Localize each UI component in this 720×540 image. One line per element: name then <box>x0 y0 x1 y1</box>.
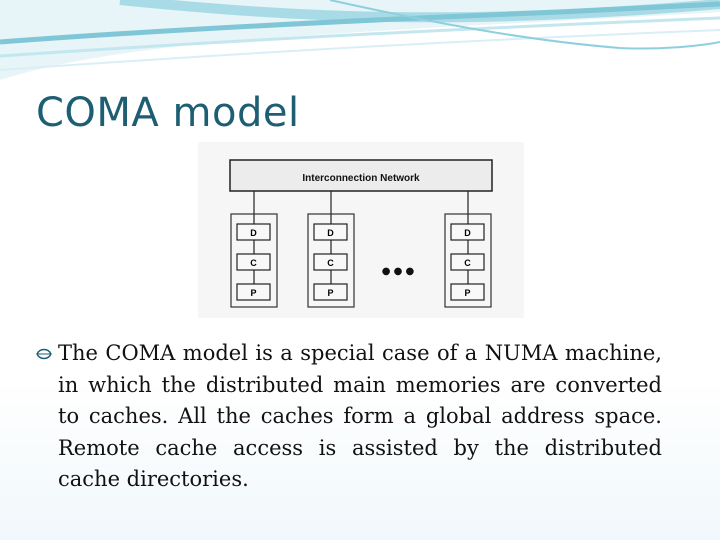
node-3-frame <box>444 213 492 308</box>
body-text: The COMA model is a special case of a NU… <box>58 341 662 491</box>
node-1-cache-label: C <box>250 258 257 268</box>
node-2-processor-label: P <box>327 288 333 298</box>
node-1-directory-label: D <box>250 228 257 238</box>
body-paragraph: The COMA model is a special case of a NU… <box>36 338 662 496</box>
leaf-bullet-icon <box>36 348 52 360</box>
node-3-cache-label: C <box>464 258 471 268</box>
coma-diagram: Interconnection Network D C P D C <box>198 142 524 318</box>
node-1-frame <box>230 213 278 308</box>
ellipsis: ● ● ● <box>382 266 415 277</box>
node-2-cache-label: C <box>327 258 334 268</box>
node-2-processor-box <box>313 283 348 301</box>
node-2: D C P <box>307 191 355 308</box>
network-box <box>229 159 493 192</box>
network-label: Interconnection Network <box>302 173 420 184</box>
node-3-processor-label: P <box>464 288 470 298</box>
interconnection-network: Interconnection Network <box>229 159 493 192</box>
node-1: D C P <box>230 191 278 308</box>
node-3-processor-box <box>450 283 485 301</box>
node-2-directory-label: D <box>327 228 334 238</box>
node-3: D C P <box>444 191 492 308</box>
node-2-frame <box>307 213 355 308</box>
node-1-processor-label: P <box>250 288 256 298</box>
header-swoosh-decoration <box>0 0 720 80</box>
node-1-processor-box <box>236 283 271 301</box>
slide-title: COMA model <box>36 90 300 136</box>
node-3-directory-label: D <box>464 228 471 238</box>
